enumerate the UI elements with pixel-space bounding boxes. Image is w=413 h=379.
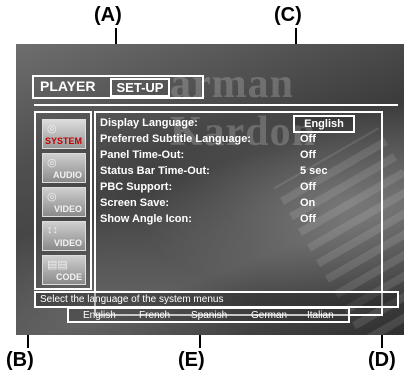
setup-category-sidebar: ◎ SYSTEM ◎ AUDIO ◎ VIDEO ↕↕ VIDEO ▤▤ COD…	[34, 111, 92, 290]
menu-header: PLAYER SET-UP	[32, 75, 204, 99]
language-option-italian[interactable]: Italian	[307, 310, 334, 321]
speaker-icon: ◎	[47, 157, 57, 169]
language-options-bar: English French Spanish German Italian	[67, 307, 350, 323]
setting-label: Display Language:	[100, 117, 198, 129]
setting-panel-timeout[interactable]: Panel Time-Out: Off	[100, 149, 378, 162]
setting-display-language[interactable]: Display Language: English	[100, 115, 378, 133]
monitor-icon: ◎	[47, 191, 57, 203]
language-option-spanish[interactable]: Spanish	[191, 310, 228, 321]
setting-label: Show Angle Icon:	[100, 213, 192, 225]
tab-system-label: SYSTEM	[44, 136, 82, 146]
language-option-french[interactable]: French	[139, 310, 171, 321]
setting-label: Panel Time-Out:	[100, 149, 185, 161]
tab-video[interactable]: ◎ VIDEO	[42, 187, 86, 217]
setting-show-angle-icon[interactable]: Show Angle Icon: Off	[100, 213, 378, 226]
help-status-bar: Select the language of the system menus	[34, 291, 399, 308]
keypad-icon: ▤▤	[47, 259, 68, 271]
setting-pbc-support[interactable]: PBC Support: Off	[100, 181, 378, 194]
sliders-icon: ↕↕	[47, 224, 58, 236]
callout-a: (A)	[94, 4, 122, 26]
help-text: Select the language of the system menus	[40, 294, 224, 305]
tab-audio-label: AUDIO	[53, 170, 82, 180]
language-option-english[interactable]: English	[83, 310, 116, 321]
setting-label: Status Bar Time-Out:	[100, 165, 210, 177]
setting-value: Off	[300, 181, 316, 193]
language-option-german[interactable]: German	[251, 310, 288, 321]
setting-value: Off	[300, 213, 316, 225]
tab-video-adjust[interactable]: ↕↕ VIDEO	[42, 221, 86, 251]
setting-value: Off	[300, 133, 316, 145]
player-menu-label[interactable]: PLAYER	[40, 78, 96, 94]
tab-audio[interactable]: ◎ AUDIO	[42, 153, 86, 183]
display-language-value[interactable]: English	[293, 115, 355, 133]
osd-screen: arman Kardon PLAYER SET-UP ◎ SYSTEM ◎ AU…	[16, 44, 404, 335]
setting-subtitle-language[interactable]: Preferred Subtitle Language: Off	[100, 133, 378, 146]
header-divider	[34, 104, 398, 106]
setting-value: Off	[300, 149, 316, 161]
callout-e: (E)	[178, 349, 205, 371]
setup-menu-tab[interactable]: SET-UP	[110, 78, 170, 97]
callout-d: (D)	[368, 349, 396, 371]
tab-video-label: VIDEO	[53, 204, 82, 214]
tab-system[interactable]: ◎ SYSTEM	[42, 119, 86, 149]
settings-panel: Display Language: English Preferred Subt…	[94, 111, 383, 316]
brand-watermark: arman Kardon	[170, 61, 317, 155]
setting-value: 5 sec	[300, 165, 328, 177]
gear-icon: ◎	[47, 123, 57, 135]
tab-code[interactable]: ▤▤ CODE	[42, 255, 86, 285]
setting-value: On	[300, 197, 316, 209]
setting-statusbar-timeout[interactable]: Status Bar Time-Out: 5 sec	[100, 165, 378, 178]
callout-c: (C)	[274, 4, 302, 26]
setting-screen-save[interactable]: Screen Save: On	[100, 197, 378, 210]
setting-label: PBC Support:	[100, 181, 173, 193]
tab-code-label: CODE	[55, 272, 82, 282]
setting-label: Screen Save:	[100, 197, 170, 209]
callout-b: (B)	[6, 349, 34, 371]
setting-label: Preferred Subtitle Language:	[100, 133, 251, 145]
leader-a	[115, 28, 117, 54]
tab-video-adjust-label: VIDEO	[53, 238, 82, 248]
